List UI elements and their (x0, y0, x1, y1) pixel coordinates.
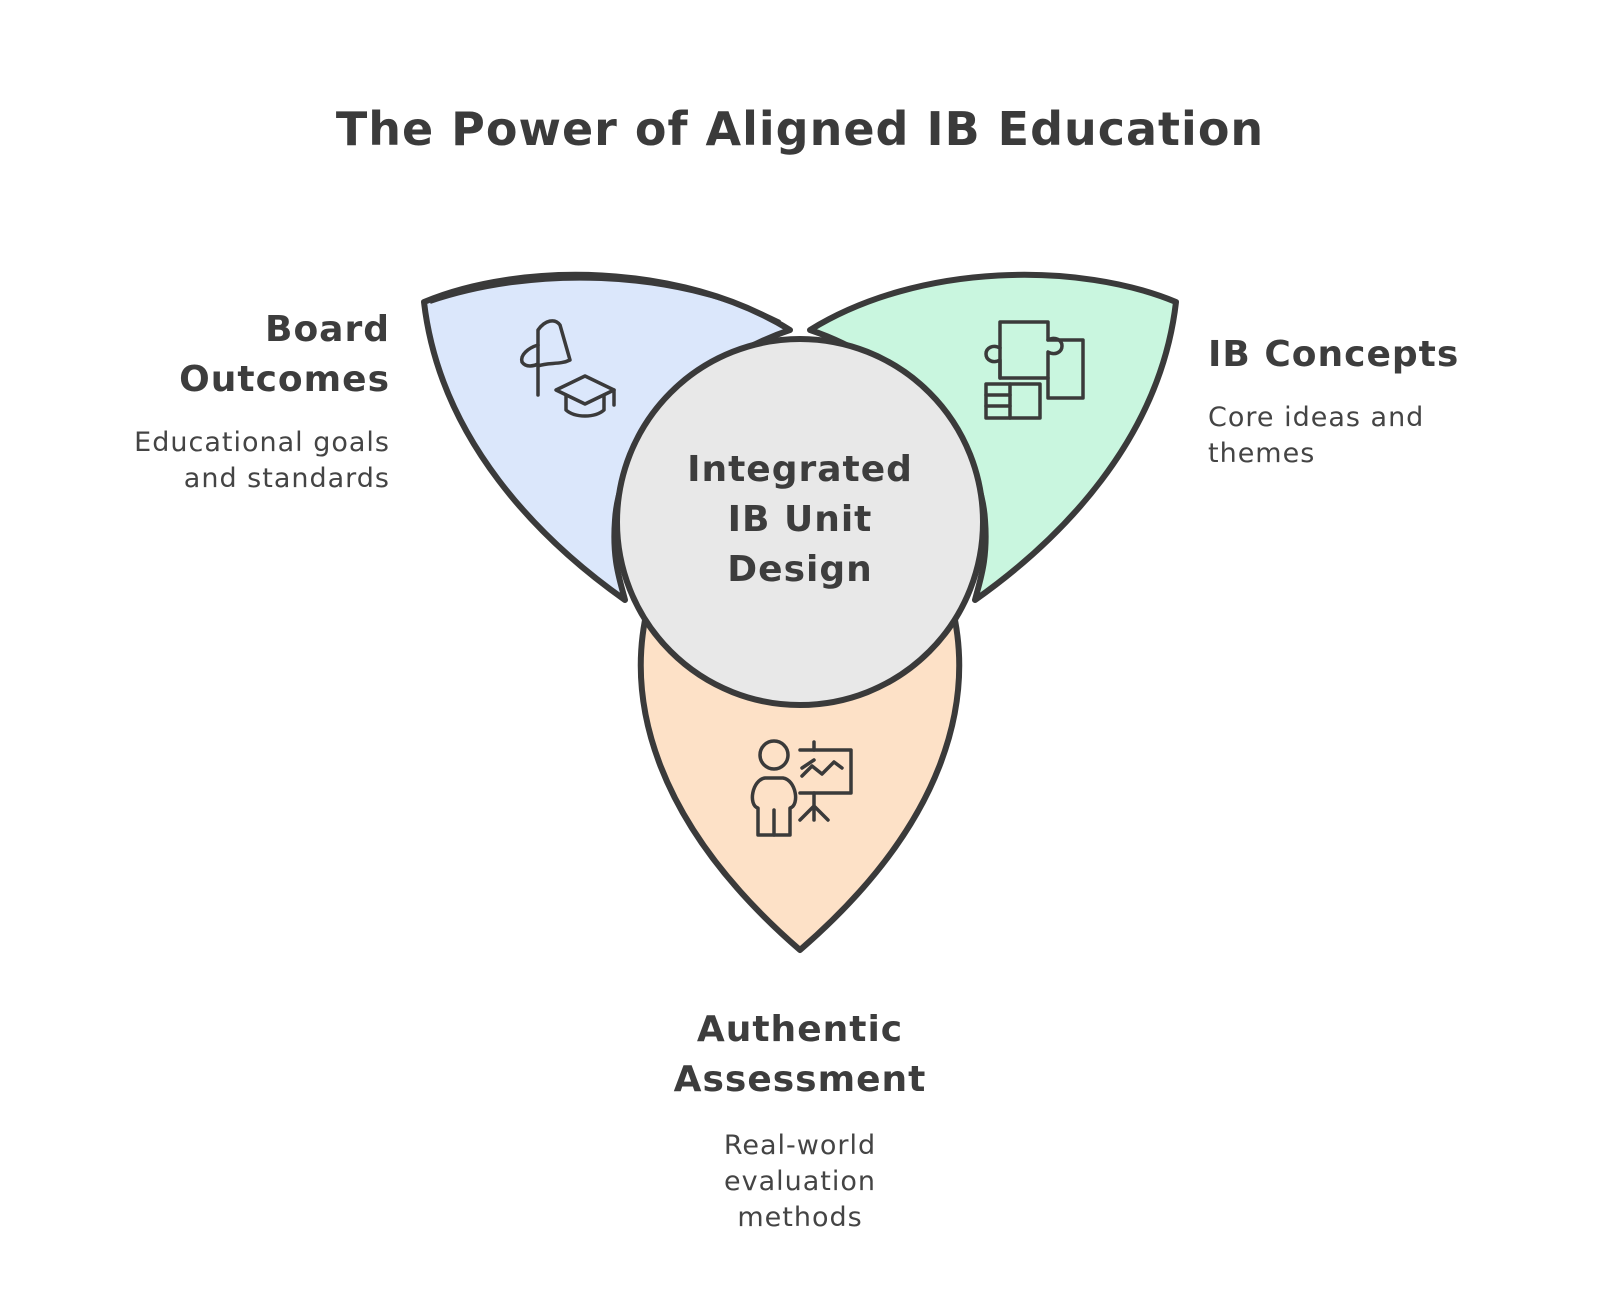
center-label-line: IB Unit (727, 499, 873, 540)
ib-concepts-description-line: Core ideas and (1208, 402, 1425, 433)
authentic-assessment-description: Real-world evaluation methods (600, 1128, 1000, 1236)
authentic-assessment-description-line: methods (737, 1202, 863, 1233)
puzzle-pieces-icon (984, 320, 1085, 420)
board-outcomes-description: Educational goals and standards (80, 425, 390, 497)
center-label: Integrated IB Unit Design (650, 445, 950, 595)
ib-concepts-title-line: IB Concepts (1208, 334, 1460, 375)
authentic-assessment-description-line: Real-world (723, 1130, 877, 1161)
center-label-line: Integrated (687, 449, 913, 490)
board-outcomes-description-line: and standards (183, 463, 390, 494)
board-outcomes-title-line: Board (265, 309, 390, 350)
authentic-assessment-title-line: Assessment (673, 1059, 927, 1100)
center-label-line: Design (727, 549, 873, 590)
page-title: The Power of Aligned IB Education (335, 102, 1265, 156)
ib-concepts-description: Core ideas and themes (1208, 400, 1538, 472)
authentic-assessment-description-line: evaluation (723, 1166, 876, 1197)
board-outcomes-title: Board Outcomes (100, 305, 390, 405)
authentic-assessment-title-line: Authentic (696, 1009, 904, 1050)
flag-graduation-cap-icon (519, 319, 616, 418)
authentic-assessment-title: Authentic Assessment (600, 1005, 1000, 1105)
center-circle (614, 336, 986, 708)
ib-concepts-title: IB Concepts (1208, 330, 1538, 380)
board-outcomes-title-line: Outcomes (179, 359, 390, 400)
ib-concepts-description-line: themes (1208, 438, 1316, 469)
presenter-chart-icon (750, 739, 853, 837)
board-outcomes-description-line: Educational goals (134, 427, 390, 458)
